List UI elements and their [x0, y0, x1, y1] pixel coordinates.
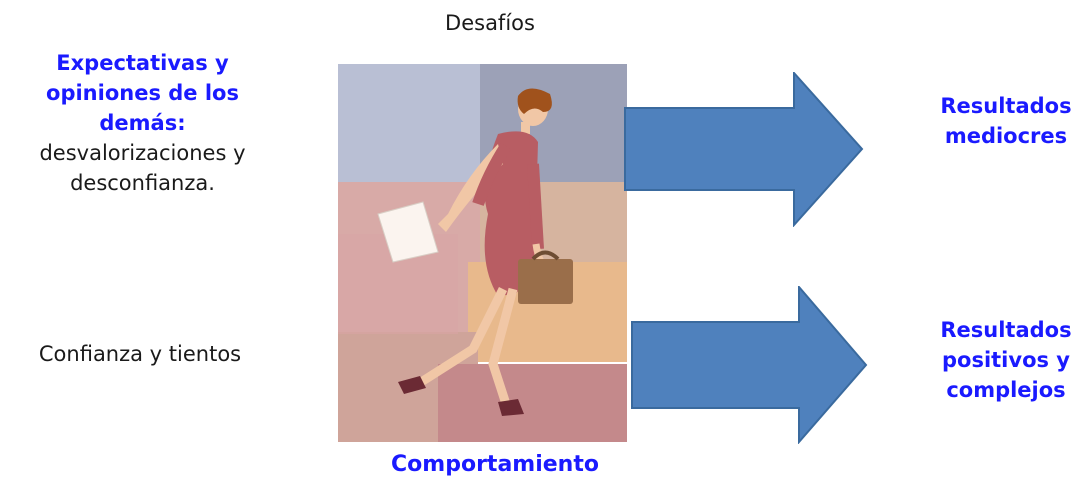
- expectations-line-1: Expectativas y: [56, 51, 229, 75]
- confidence-label: Confianza y tientos: [38, 342, 242, 366]
- expectations-text-block: Expectativas y opiniones de los demás: d…: [0, 48, 285, 198]
- arrow-top-icon: [624, 72, 864, 227]
- woman-walking-illustration: [338, 64, 627, 442]
- positive-results-line-2: positivos y: [941, 348, 1070, 372]
- mediocre-results-line-1: Resultados: [940, 94, 1072, 118]
- mediocre-results-label: Resultados mediocres: [920, 91, 1092, 151]
- expectations-line-5: desconfianza.: [70, 171, 215, 195]
- mediocre-results-line-2: mediocres: [944, 124, 1068, 148]
- arrow-bottom-icon: [631, 286, 868, 444]
- expectations-line-4: desvalorizaciones y: [39, 141, 246, 165]
- positive-results-line-3: complejos: [946, 378, 1066, 402]
- positive-results-label: Resultados positivos y complejos: [920, 315, 1092, 405]
- challenges-label: Desafíos: [445, 11, 535, 35]
- expectations-line-2: opiniones de los: [46, 81, 239, 105]
- behavior-label: Comportamiento: [391, 452, 599, 477]
- positive-results-line-1: Resultados: [940, 318, 1072, 342]
- expectations-line-3: demás:: [99, 111, 186, 135]
